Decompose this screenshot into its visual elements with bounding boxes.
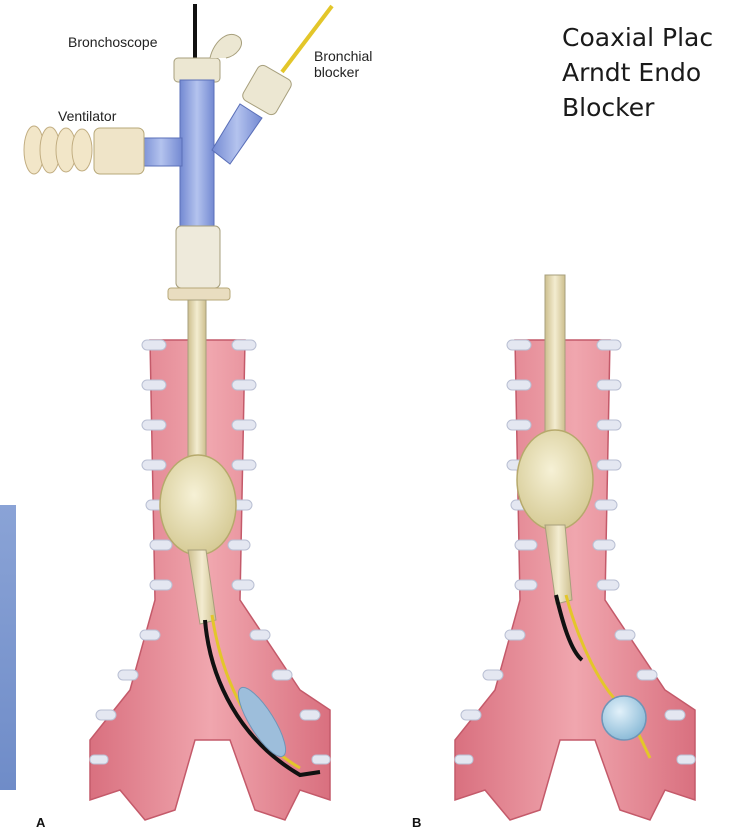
slide-title: Coaxial Plac Arndt Endo Blocker [562,20,713,125]
slide-title-line3: Blocker [562,90,713,125]
ventilator-label: Ventilator [58,108,116,124]
slide-title-line1: Coaxial Plac [562,20,713,55]
bronchial-blocker-label: Bronchial blocker [314,48,372,80]
panel-b-trachea [455,340,695,820]
slide-title-line2: Arndt Endo [562,55,713,90]
panel-b-label: B [412,815,421,830]
bronchial-blocker-label-line2: blocker [314,64,372,80]
panel-a-label: A [36,815,45,830]
bronchial-blocker-label-line1: Bronchial [314,48,372,64]
bronchoscope-label: Bronchoscope [68,34,158,50]
